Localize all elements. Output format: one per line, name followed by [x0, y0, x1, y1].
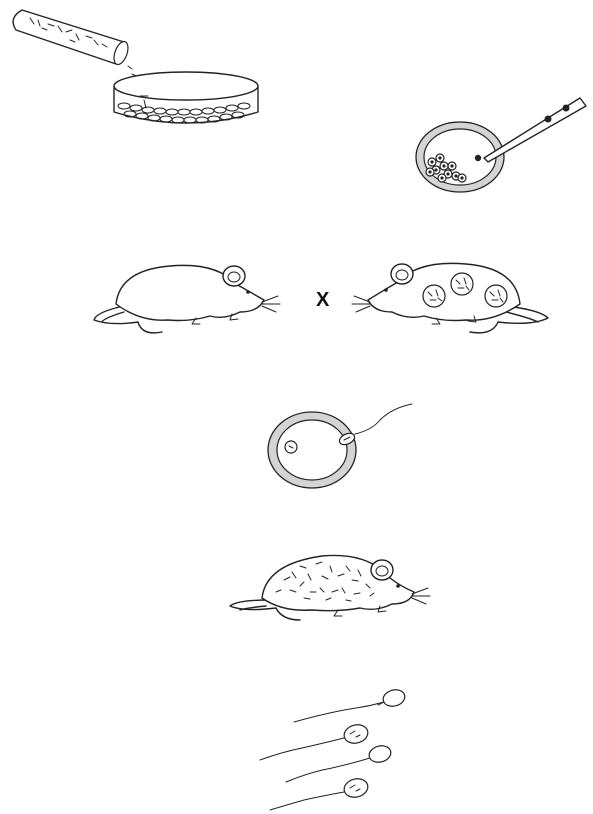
sperm-cells-panel: [260, 687, 407, 810]
culture-dish: [114, 72, 258, 123]
injection-pipette: [484, 98, 586, 162]
fertilized-egg-panel: [268, 404, 412, 488]
test-tube: [13, 10, 131, 66]
right-mouse: [352, 263, 548, 333]
sperm-cell-4: [270, 776, 370, 810]
sperm-cell-1: [294, 687, 407, 722]
chimeric-mouse-panel: [230, 555, 430, 620]
mouse-cross-panel: X: [94, 263, 548, 333]
es-cell-culture-panel: [13, 10, 258, 123]
injected-es-cell: [475, 155, 481, 161]
blastocyst-injection-panel: [416, 98, 586, 192]
sperm-cell-3: [286, 743, 393, 782]
sperm-cell-2: [260, 722, 370, 760]
left-mouse: [94, 265, 280, 333]
sperm-penetrating: [338, 404, 412, 447]
cross-symbol: X: [316, 289, 330, 311]
